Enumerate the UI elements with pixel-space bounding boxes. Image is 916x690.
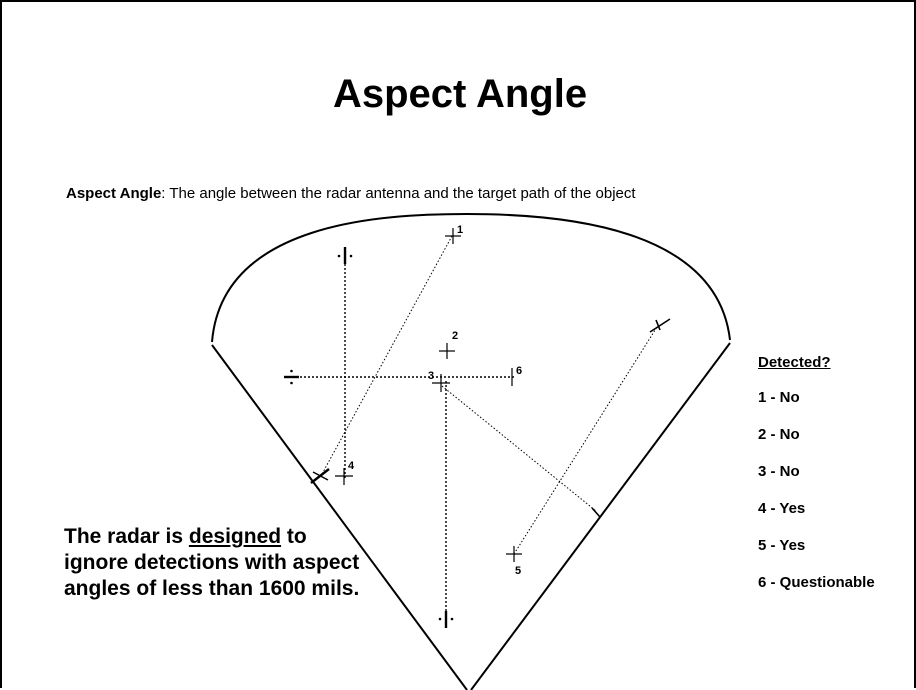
note-emphasis: designed [188,525,282,548]
detection-results: Detected? 1 - No 2 - No 3 - No 4 - Yes 5… [758,354,875,611]
path-target-5 [513,326,658,555]
target-1-label: 1 [457,224,463,236]
path-target-1 [321,235,453,475]
note-before: The radar is [64,525,189,548]
target-4-label: 4 [348,460,355,472]
tick-right-edge [591,507,601,518]
tick-lower-left-edge [310,468,330,484]
definition-term: Aspect Angle [66,185,162,202]
path-target-3 [441,385,597,512]
tick-left [284,369,299,385]
detection-item: 6 - Questionable [758,574,875,591]
detection-item: 5 - Yes [758,537,806,554]
detection-item: 3 - No [758,463,800,480]
target-6-label: 6 [516,365,522,377]
target-5-label: 5 [515,565,521,577]
detection-item: 1 - No [758,389,800,406]
tick-upper-right [649,318,671,333]
definition-text: : The angle between the radar antenna an… [161,185,636,202]
target-2-label: 2 [452,330,458,342]
target-5-marker [506,546,522,562]
tick-top-left [337,247,353,264]
target-1-marker [445,228,461,244]
coverage-arc [211,212,731,343]
note-after: to ignore detections with aspect angles … [64,525,360,600]
slide-title: Aspect Angle [332,72,588,116]
target-3-marker [432,374,450,392]
target-markers [335,228,522,562]
design-note: The radar is designed to ignore detectio… [64,524,364,602]
detection-heading: Detected? [758,354,831,371]
detection-item: 4 - Yes [758,500,806,517]
target-4-marker [335,468,353,485]
definition-line: Aspect Angle: The angle between the rada… [66,185,636,202]
tick-bottom [438,611,454,628]
target-3-label: 3 [428,370,434,382]
detection-item: 2 - No [758,426,800,443]
target-2-marker [439,343,455,359]
sector-left-edge [211,344,468,690]
